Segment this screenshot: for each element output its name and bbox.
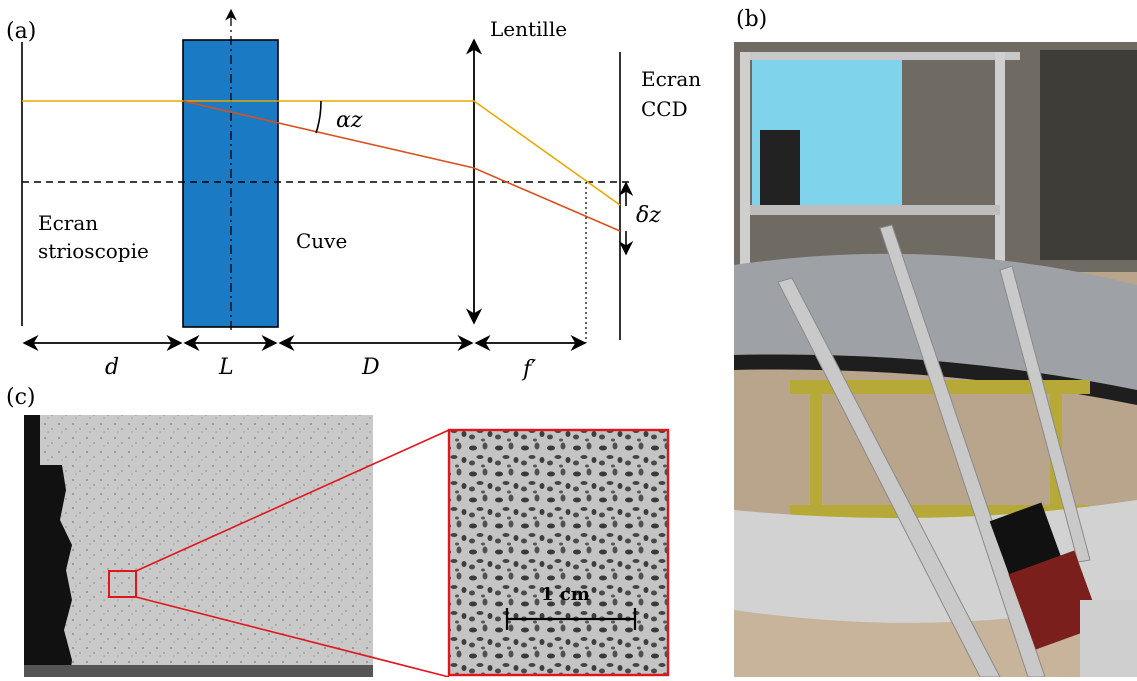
ray-undeflected (22, 100, 621, 206)
panel-a-label: (a) (6, 19, 36, 44)
lens-label: Lentille (490, 17, 567, 41)
delta-z-label: δz (636, 203, 661, 228)
zoom-line-top (135, 429, 450, 572)
panel-a: (a) αz δz d L D f′ Lentil (6, 8, 701, 382)
panel-c-label: (c) (6, 385, 36, 410)
dim-D-label: D (361, 355, 380, 380)
tank-label: Cuve (296, 229, 347, 253)
panel-b: (b) (734, 7, 1137, 678)
panel-c: (c) 1 cm (6, 385, 670, 678)
strioscopy-label-2: strioscopie (38, 239, 149, 263)
zoom-inset (447, 428, 670, 677)
dim-L-label: L (218, 355, 234, 380)
ccd-screen-label-1: Ecran (641, 67, 701, 91)
ray-deflected (182, 100, 621, 232)
setup-photo (734, 42, 1137, 678)
zoom-selection-box (108, 570, 137, 598)
alpha-z-label: αz (336, 108, 363, 133)
scale-bar-label: 1 cm (541, 584, 590, 605)
dim-f-label: f′ (521, 357, 536, 382)
ccd-screen-label-2: CCD (641, 97, 688, 121)
dim-d-label: d (105, 355, 119, 380)
panel-b-label: (b) (736, 7, 767, 32)
zoom-line-bottom (135, 596, 450, 678)
alpha-arc (315, 100, 322, 134)
strioscopy-image (24, 415, 373, 677)
strioscopy-label-1: Ecran (38, 211, 98, 235)
